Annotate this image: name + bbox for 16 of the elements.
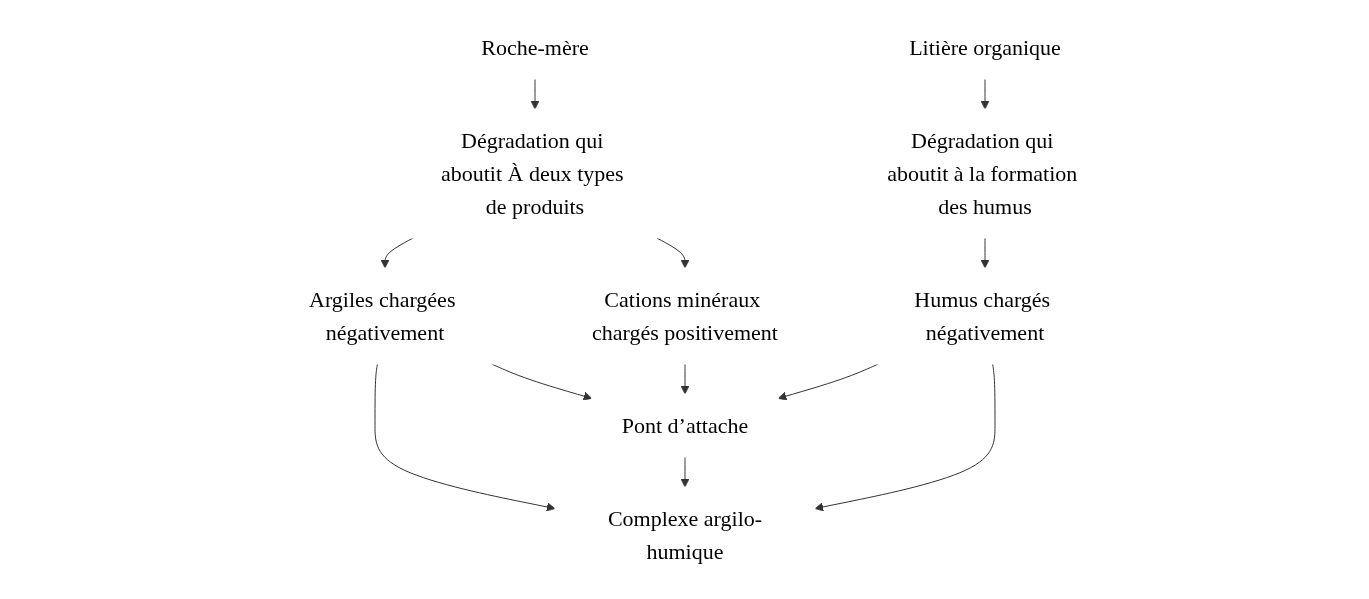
node-text: Roche-mère: [480, 35, 589, 60]
arrow: [980, 78, 989, 110]
node-text: Cations minéraux chargés positivement: [591, 287, 778, 345]
arrow: [530, 78, 539, 110]
node-text: Dégradation qui aboutit à la formation des humus: [886, 128, 1077, 219]
node-text: Humus chargés négativement: [913, 287, 1050, 345]
node-text: Complexe argilo-humique: [607, 506, 762, 564]
arrow: [374, 363, 555, 512]
arrow: [814, 363, 995, 512]
node-text: Argiles chargées négativement: [308, 287, 455, 345]
node-text: Dégradation qui aboutit À deux types de produits: [440, 128, 624, 219]
arrow: [680, 363, 689, 395]
arrow: [680, 456, 689, 488]
node-text: Pont d’attache: [621, 413, 748, 438]
arrow: [980, 237, 989, 269]
node-text: Litière organique: [908, 35, 1061, 60]
